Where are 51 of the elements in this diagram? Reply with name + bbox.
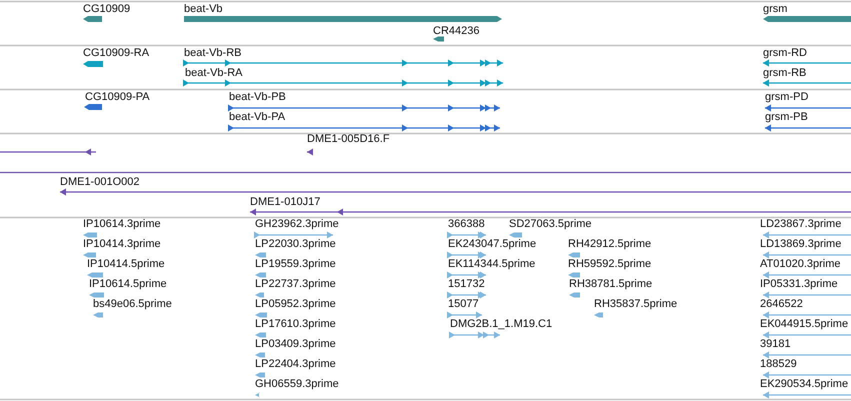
feature-label: DME1-001O002 <box>60 176 140 189</box>
feature-label: LP22404.3prime <box>255 358 336 371</box>
feature-label: beat-Vb-RB <box>184 47 242 60</box>
feature-label: IP05331.3prime <box>760 278 838 291</box>
feature-label: grsm-PD <box>765 91 808 104</box>
feature-label: 39181 <box>760 338 791 351</box>
feature-label: RH35837.5prime <box>594 298 678 311</box>
feature-label: beat-Vb-PA <box>229 111 286 124</box>
feature-label: DME1-010J17 <box>250 196 320 209</box>
feature-label: RH42912.5prime <box>568 238 652 251</box>
feature-label: CG10909-PA <box>85 91 150 104</box>
feature-label: EK114344.5prime <box>448 258 536 271</box>
feature-label: LP03409.3prime <box>255 338 336 351</box>
feature-label: EK044915.5prime <box>760 318 848 331</box>
feature-label: LP17610.3prime <box>255 318 336 331</box>
feature-label: IP10414.3prime <box>83 238 161 251</box>
feature-label: beat-Vb-RA <box>185 67 242 80</box>
feature-label: 2646522 <box>760 298 803 311</box>
feature-label: grsm-RD <box>763 47 807 60</box>
feature-label: AT01020.3prime <box>760 258 841 271</box>
feature-label: IP10614.5prime <box>89 278 167 291</box>
feature-label: grsm <box>763 3 788 16</box>
feature-label: GH23962.3prime <box>255 218 339 231</box>
feature-label: bs49e06.5prime <box>93 298 172 311</box>
feature-label: SD27063.5prime <box>509 218 592 231</box>
feature-label: EK243047.5prime <box>448 238 536 251</box>
feature-label: LD13869.3prime <box>760 238 842 251</box>
feature-label: 15077 <box>448 298 479 311</box>
feature-label: 151732 <box>448 278 485 291</box>
feature-label: grsm-RB <box>763 67 806 80</box>
feature-label: beat-Vb-PB <box>229 91 286 104</box>
feature-label: beat-Vb <box>184 3 223 16</box>
feature-label: GH06559.3prime <box>255 378 339 391</box>
feature-label: LP05952.3prime <box>255 298 336 311</box>
feature-label: CG10909-RA <box>83 47 150 60</box>
feature-label: CR44236 <box>433 25 480 38</box>
feature-label: EK290534.5prime <box>760 378 848 391</box>
feature-label: IP10614.3prime <box>83 218 161 231</box>
feature-label: LP22737.3prime <box>255 278 336 291</box>
feature-label: RH59592.5prime <box>568 258 652 271</box>
feature-label: DMG2B.1_1.M19.C1 <box>450 318 552 331</box>
feature-label: grsm-PB <box>765 111 808 124</box>
feature-label: LP22030.3prime <box>255 238 336 251</box>
feature-label: 188529 <box>760 358 797 371</box>
feature-label: CG10909 <box>83 3 130 16</box>
feature-label: LP19559.3prime <box>255 258 336 271</box>
feature-label: DME1-005D16.F <box>307 133 390 146</box>
feature-label: LD23867.3prime <box>760 218 842 231</box>
feature-label: RH38781.5prime <box>569 278 652 291</box>
feature-label: IP10414.5prime <box>87 258 165 271</box>
feature-label: 366388 <box>448 218 485 231</box>
